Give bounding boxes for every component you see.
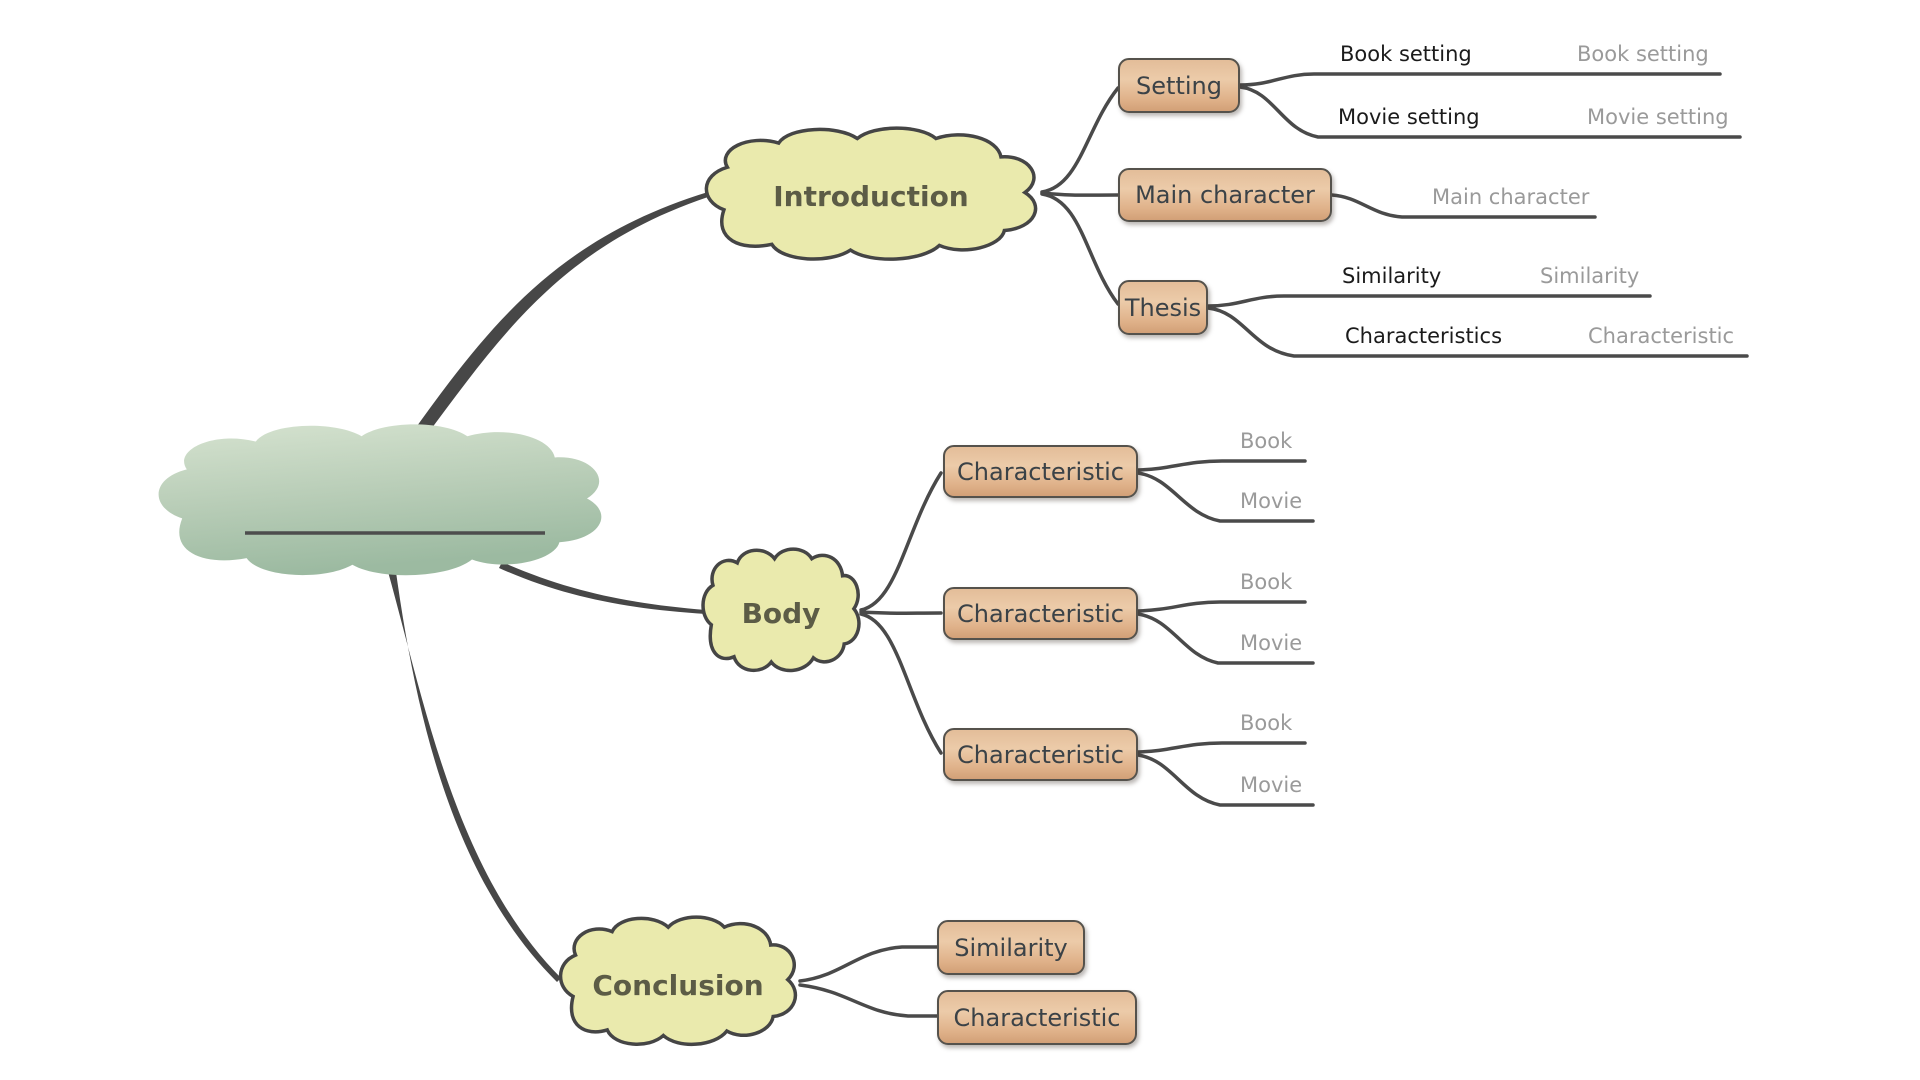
node-characteristic-3[interactable]: Characteristic (943, 728, 1138, 781)
label-movie-1[interactable]: Movie (1240, 489, 1303, 513)
label-book-2[interactable]: Book (1240, 570, 1293, 594)
label-book-setting[interactable]: Book setting (1340, 42, 1472, 66)
root-cloud[interactable] (158, 424, 602, 576)
connector-introduction-setting (1040, 86, 1120, 194)
label-book-setting-child[interactable]: Book setting (1577, 42, 1709, 66)
cloud-label-body[interactable]: Body (741, 597, 821, 630)
line-node-characteristics[interactable] (1206, 306, 1749, 358)
node-conclusion-similarity[interactable]: Similarity (937, 920, 1085, 975)
connector-conclusion-characteristic (798, 983, 939, 1018)
label-movie-setting[interactable]: Movie setting (1338, 105, 1480, 129)
branch-root-to-conclusion (387, 565, 561, 982)
label-characteristics-child[interactable]: Characteristic (1588, 324, 1735, 348)
line-node-similarity[interactable] (1206, 294, 1652, 308)
line-node-movie-setting[interactable] (1238, 85, 1742, 139)
line-node-movie-1[interactable] (1136, 471, 1315, 523)
label-main-character-child[interactable]: Main character (1432, 185, 1590, 209)
label-similarity[interactable]: Similarity (1342, 264, 1442, 288)
node-thesis[interactable]: Thesis (1118, 280, 1208, 335)
label-similarity-child[interactable]: Similarity (1540, 264, 1640, 288)
node-setting[interactable]: Setting (1118, 58, 1240, 113)
node-characteristic-1[interactable]: Characteristic (943, 445, 1138, 498)
cloud-label-conclusion[interactable]: Conclusion (592, 969, 764, 1002)
line-node-main-character[interactable] (1330, 193, 1597, 219)
node-main-character[interactable]: Main character (1118, 168, 1332, 222)
label-book-3[interactable]: Book (1240, 711, 1293, 735)
branch-root-to-introduction (412, 192, 708, 440)
connector-body-characteristic-1 (859, 471, 943, 612)
node-characteristic-2[interactable]: Characteristic (943, 587, 1138, 640)
line-node-book-1[interactable] (1136, 459, 1307, 472)
connector-body-characteristic-2 (859, 610, 943, 615)
label-movie-3[interactable]: Movie (1240, 773, 1303, 797)
node-conclusion-characteristic[interactable]: Characteristic (937, 990, 1137, 1045)
line-node-book-2[interactable] (1136, 600, 1307, 613)
line-node-movie-2[interactable] (1136, 612, 1315, 665)
label-movie-setting-child[interactable]: Movie setting (1587, 105, 1729, 129)
branch-root-to-body (499, 562, 706, 614)
connector-introduction-main-character (1040, 191, 1120, 197)
label-characteristics[interactable]: Characteristics (1345, 324, 1503, 348)
line-node-movie-3[interactable] (1136, 753, 1315, 807)
connector-body-characteristic-3 (859, 612, 943, 755)
cloud-label-introduction[interactable]: Introduction (773, 180, 969, 213)
line-node-book-setting[interactable] (1238, 72, 1722, 87)
line-node-book-3[interactable] (1136, 741, 1307, 754)
label-movie-2[interactable]: Movie (1240, 631, 1303, 655)
connector-introduction-thesis (1040, 192, 1120, 306)
connector-conclusion-similarity (798, 945, 939, 983)
label-book-1[interactable]: Book (1240, 429, 1293, 453)
